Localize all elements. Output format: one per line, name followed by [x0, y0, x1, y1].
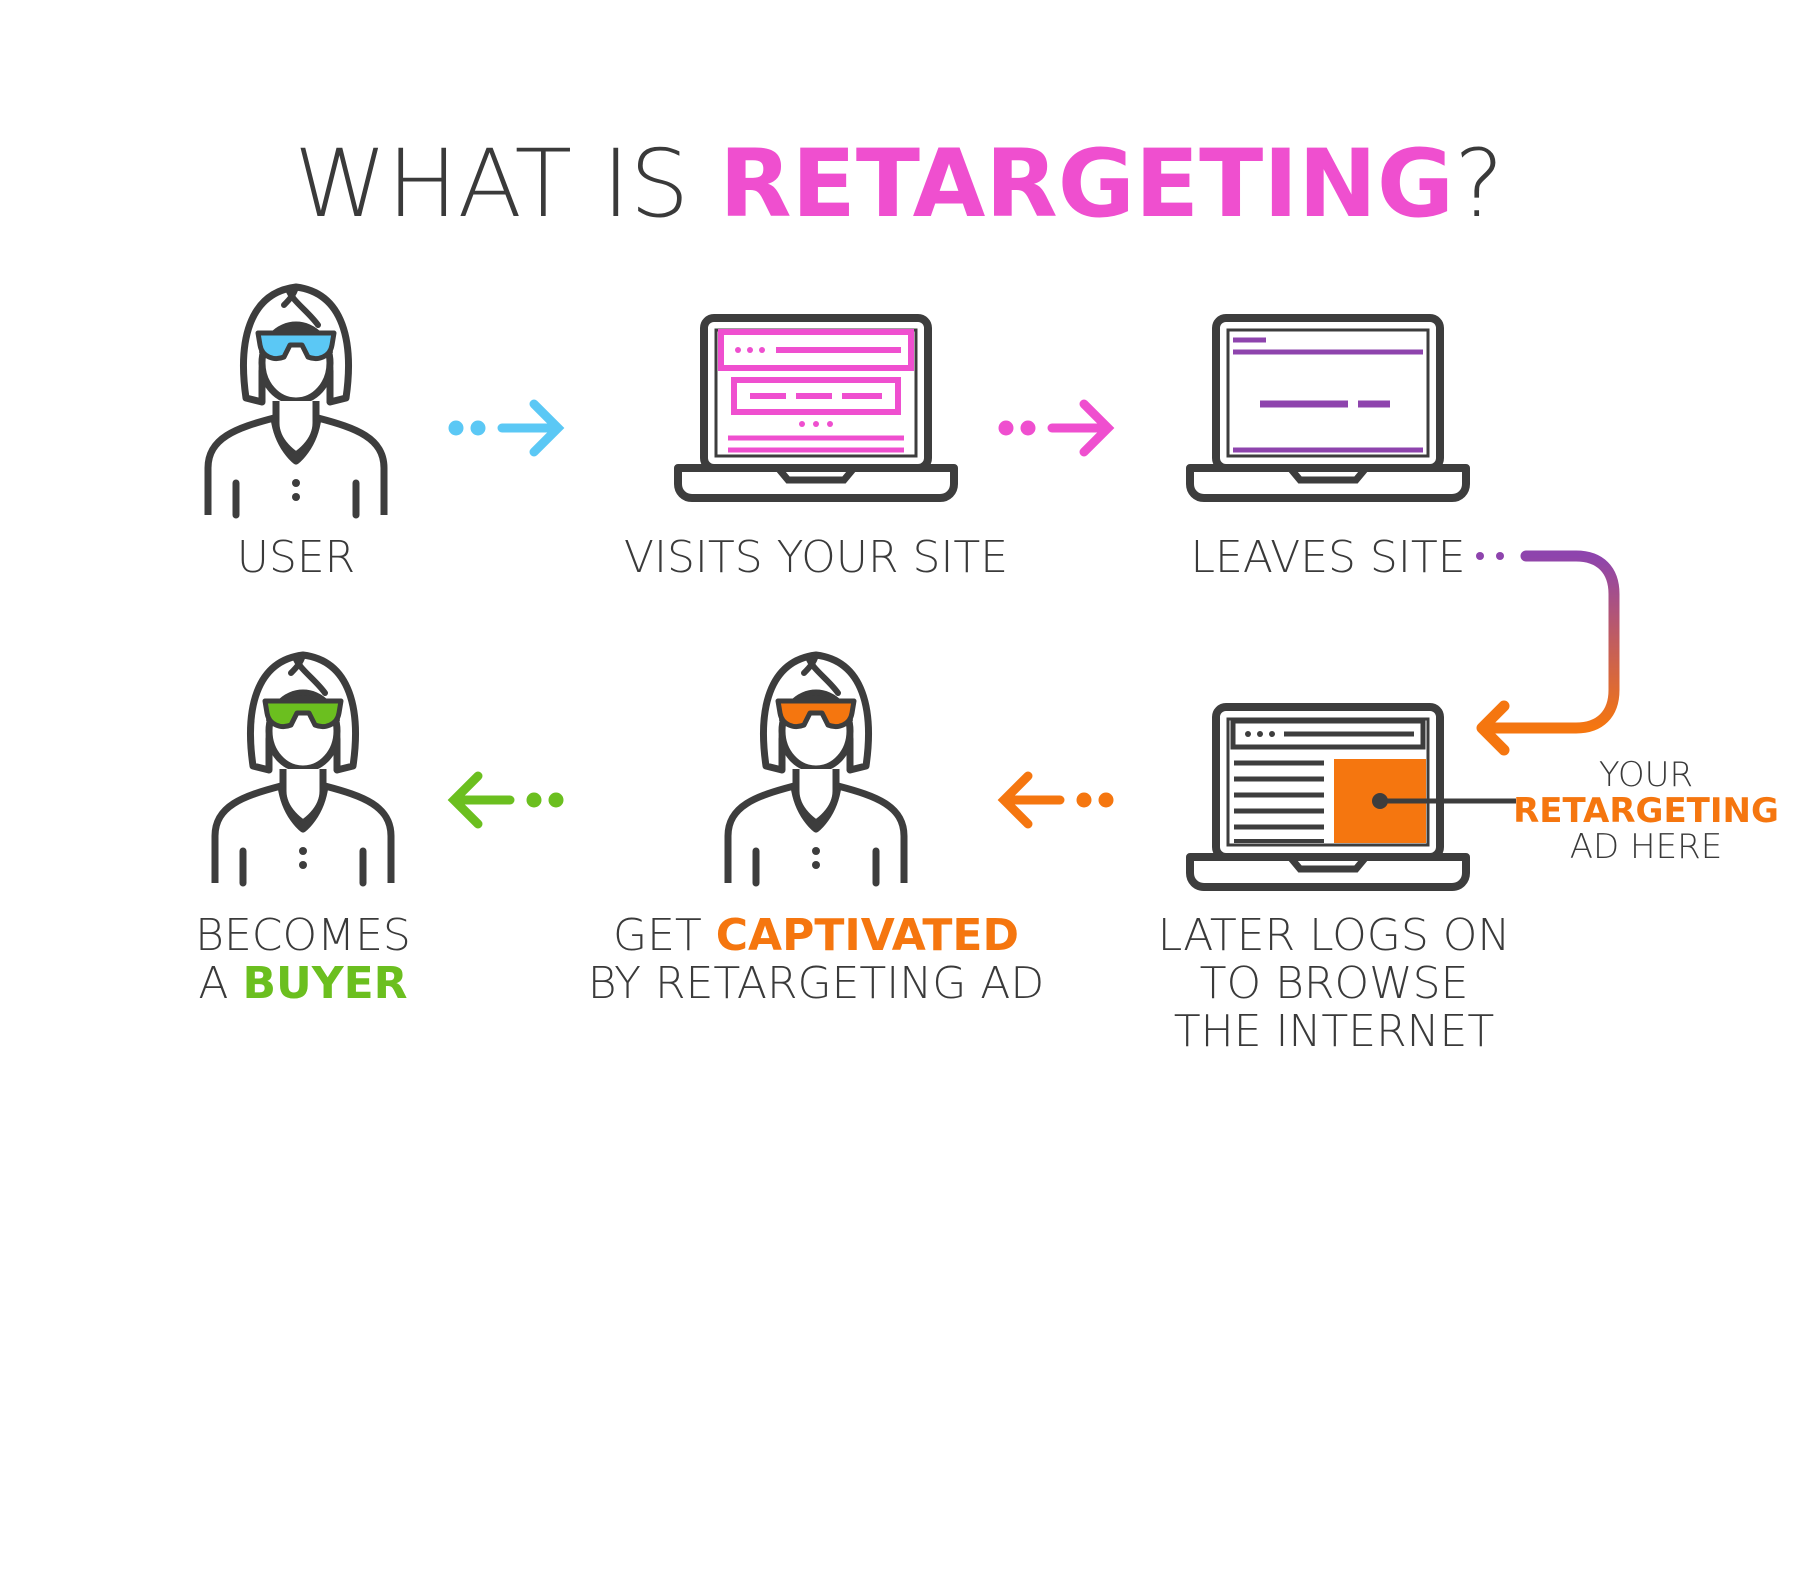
- buyer-prefix: A: [198, 958, 242, 1009]
- step-later-line1: LATER LOGS ON: [1158, 910, 1511, 961]
- arrow-left-icon: [447, 771, 564, 829]
- captivated-highlight: CAPTIVATED: [716, 910, 1019, 961]
- arrow-right-icon: [448, 399, 565, 457]
- title-suffix: ?: [1454, 130, 1504, 239]
- step-later-line2: TO BROWSE: [1200, 958, 1469, 1009]
- user-icon: [208, 287, 384, 515]
- step-buyer-line2: A BUYER: [198, 958, 407, 1009]
- step-later-line3: THE INTERNET: [1174, 1006, 1494, 1057]
- laptop-empty-icon: [1190, 318, 1466, 498]
- laptop-ad-icon: [1190, 707, 1516, 887]
- buyer-icon: [215, 655, 391, 883]
- connector-curve: [1476, 550, 1620, 756]
- buyer-highlight: BUYER: [243, 958, 408, 1009]
- captivated-prefix: GET: [613, 910, 716, 961]
- ad-callout-line3: AD HERE: [1570, 827, 1722, 867]
- step-leaves-label: LEAVES SITE: [1191, 532, 1466, 583]
- laptop-site-icon: [678, 318, 954, 498]
- title-highlight: RETARGETING: [719, 130, 1454, 239]
- step-captivated-line2: BY RETARGETING AD: [588, 958, 1045, 1009]
- step-captivated-line1: GET CAPTIVATED: [613, 910, 1019, 961]
- ad-callout-line2: RETARGETING: [1513, 791, 1779, 831]
- title-prefix: WHAT IS: [294, 130, 719, 239]
- arrow-right-icon: [998, 399, 1115, 457]
- arrow-left-icon: [997, 771, 1114, 829]
- captivated-user-icon: [728, 655, 904, 883]
- page-title: WHAT IS RETARGETING?: [294, 130, 1504, 239]
- step-user-label: USER: [237, 532, 356, 583]
- ad-callout-line1: YOUR: [1599, 755, 1693, 795]
- step-buyer-line1: BECOMES: [195, 910, 411, 961]
- step-visits-label: VISITS YOUR SITE: [624, 532, 1008, 583]
